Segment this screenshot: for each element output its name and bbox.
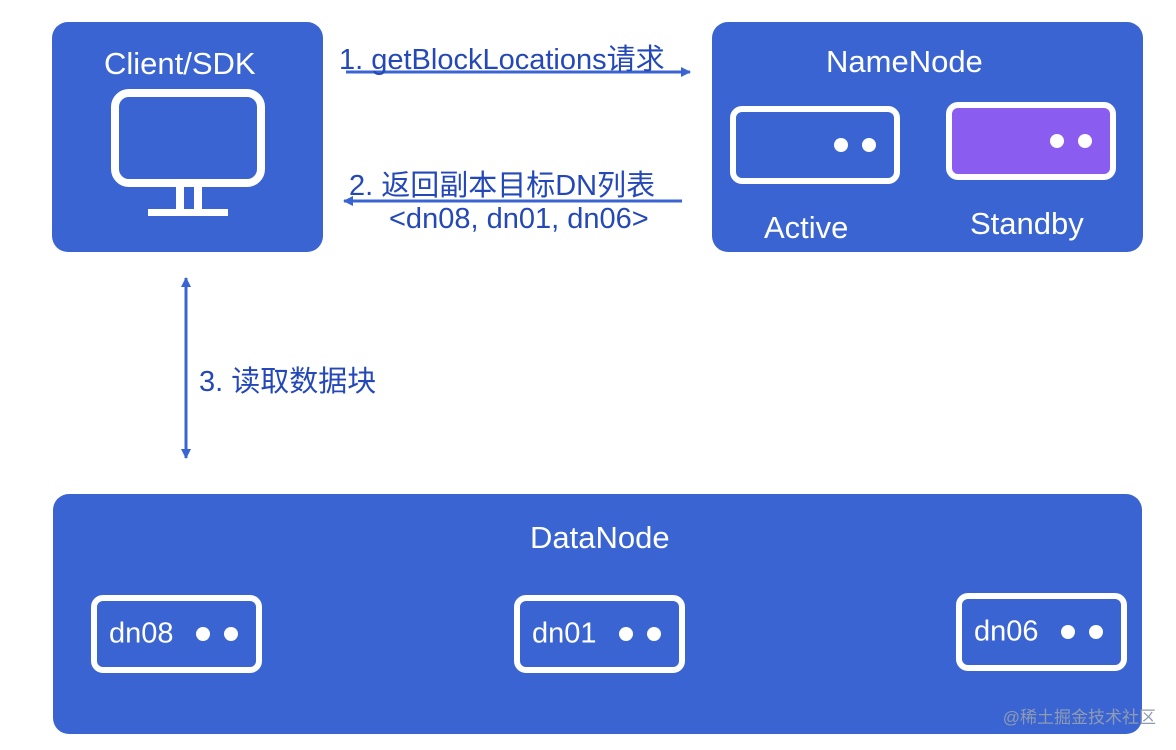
datanode-panel: DataNode dn08 dn01 dn06 [53,494,1142,734]
active-namenode-server [730,106,900,184]
status-dots [196,627,238,641]
datanode-name: dn01 [532,617,597,650]
datanode-dn06: dn06 [956,593,1127,671]
response-dn-list: <dn08, dn01, dn06> [389,203,649,235]
standby-label: Standby [970,206,1084,241]
status-dots [619,627,661,641]
monitor-icon [111,89,265,216]
client-sdk-panel: Client/SDK [52,22,323,252]
client-sdk-title: Client/SDK [104,46,256,81]
status-dots [834,138,876,152]
active-label: Active [764,210,849,245]
datanode-dn01: dn01 [514,595,685,673]
namenode-title: NameNode [826,44,983,79]
read-label: 3. 读取数据块 [199,366,377,398]
request-label: 1. getBlockLocations请求 [339,44,665,76]
standby-namenode-server [946,102,1116,180]
datanode-name: dn06 [974,615,1039,648]
namenode-panel: NameNode Active Standby [712,22,1143,252]
status-dots [1061,625,1103,639]
datanode-name: dn08 [109,617,174,650]
datanode-title: DataNode [530,520,670,555]
watermark: @稀土掘金技术社区 [1002,708,1156,727]
datanode-dn08: dn08 [91,595,262,673]
response-label: 2. 返回副本目标DN列表 [349,170,656,202]
status-dots [1050,134,1092,148]
